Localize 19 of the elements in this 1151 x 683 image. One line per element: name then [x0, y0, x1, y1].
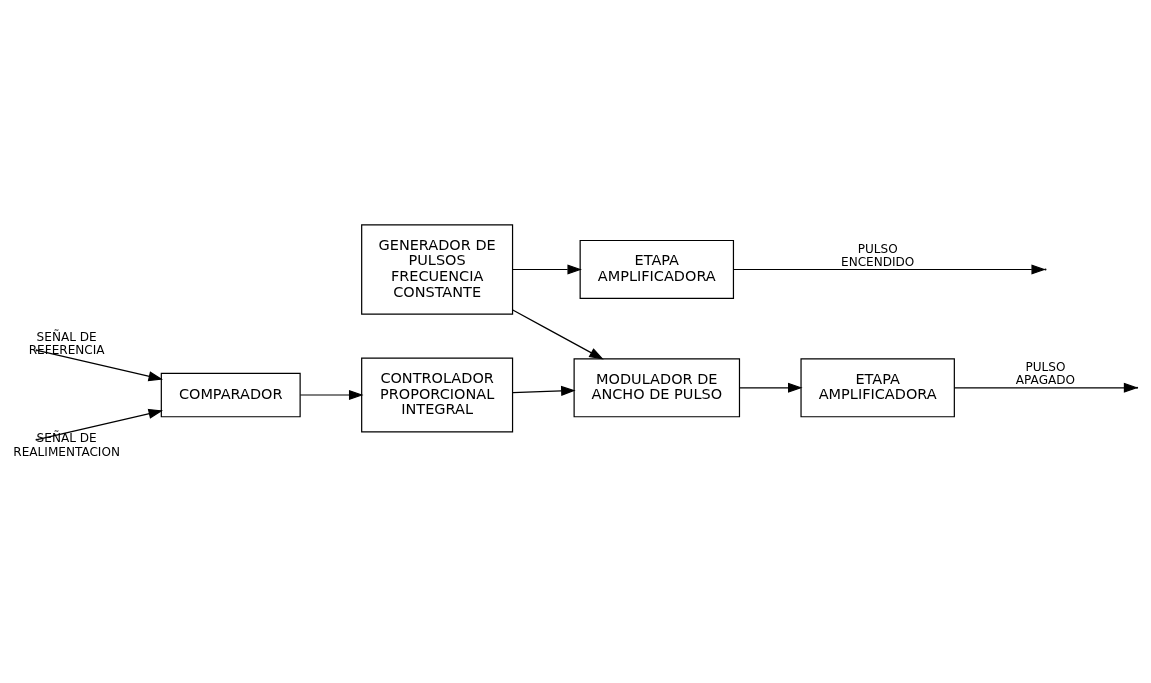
node-box: CONTROLADOR PROPORCIONAL INTEGRAL [361, 357, 514, 432]
edge-label: PULSO APAGADO [1015, 359, 1076, 387]
edge-label: SEÑAL DE REFERENCIA [28, 329, 105, 357]
arrow [36, 349, 163, 381]
node-box: ETAPA AMPLIFICADORA [800, 357, 955, 417]
node-box: ETAPA AMPLIFICADORA [579, 239, 735, 299]
node-box: MODULADOR DE ANCHO DE PULSO [573, 357, 741, 417]
arrow [512, 308, 604, 360]
arrow [953, 382, 1139, 393]
node-box: COMPARADOR [160, 372, 301, 417]
edge-label: SEÑAL DE REALIMENTACION [13, 430, 120, 459]
arrow [299, 389, 364, 400]
arrow [512, 385, 576, 396]
edge-label: PULSO ENCENDIDO [841, 241, 915, 269]
node-box: GENERADOR DE PULSOS FRECUENCIA CONSTANTE [361, 223, 514, 315]
arrow [36, 408, 163, 440]
arrow [512, 263, 582, 275]
arrow [733, 263, 1046, 275]
arrow [739, 382, 803, 393]
